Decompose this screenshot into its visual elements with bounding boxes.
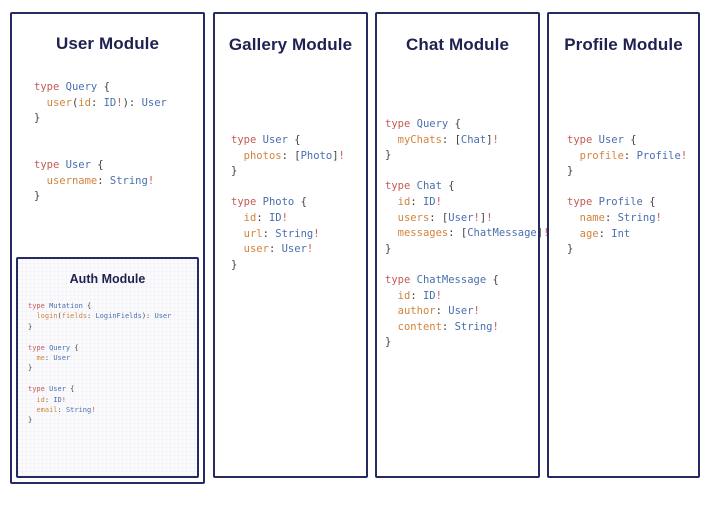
module-title-profile: Profile Module (564, 35, 683, 54)
module-title-gallery: Gallery Module (228, 35, 353, 54)
schema-code-chat: type Query { myChats: [Chat]! } type Cha… (385, 118, 549, 349)
module-card-user[interactable]: User Module type Query { user(id: ID!): … (10, 12, 205, 484)
module-card-gallery[interactable]: Gallery Module type User { photos: [Phot… (213, 12, 368, 478)
module-title-auth: Auth Module (69, 272, 146, 286)
schema-code-user: type Query { user(id: ID!): User } type … (34, 81, 167, 203)
module-card-profile[interactable]: Profile Module type User { profile: Prof… (547, 12, 700, 478)
schema-code-gallery: type User { photos: [Photo]! } type Phot… (231, 134, 345, 271)
module-card-chat[interactable]: Chat Module type Query { myChats: [Chat]… (375, 12, 549, 478)
module-title-user: User Module (55, 34, 160, 53)
schema-code-profile: type User { profile: Profile! } type Pro… (567, 134, 688, 256)
module-title-chat: Chat Module (405, 35, 510, 54)
schema-code-auth: type Mutation { login(fields: LoginField… (28, 302, 172, 425)
module-card-auth[interactable]: Auth Module type Mutation { login(fields… (16, 257, 199, 478)
